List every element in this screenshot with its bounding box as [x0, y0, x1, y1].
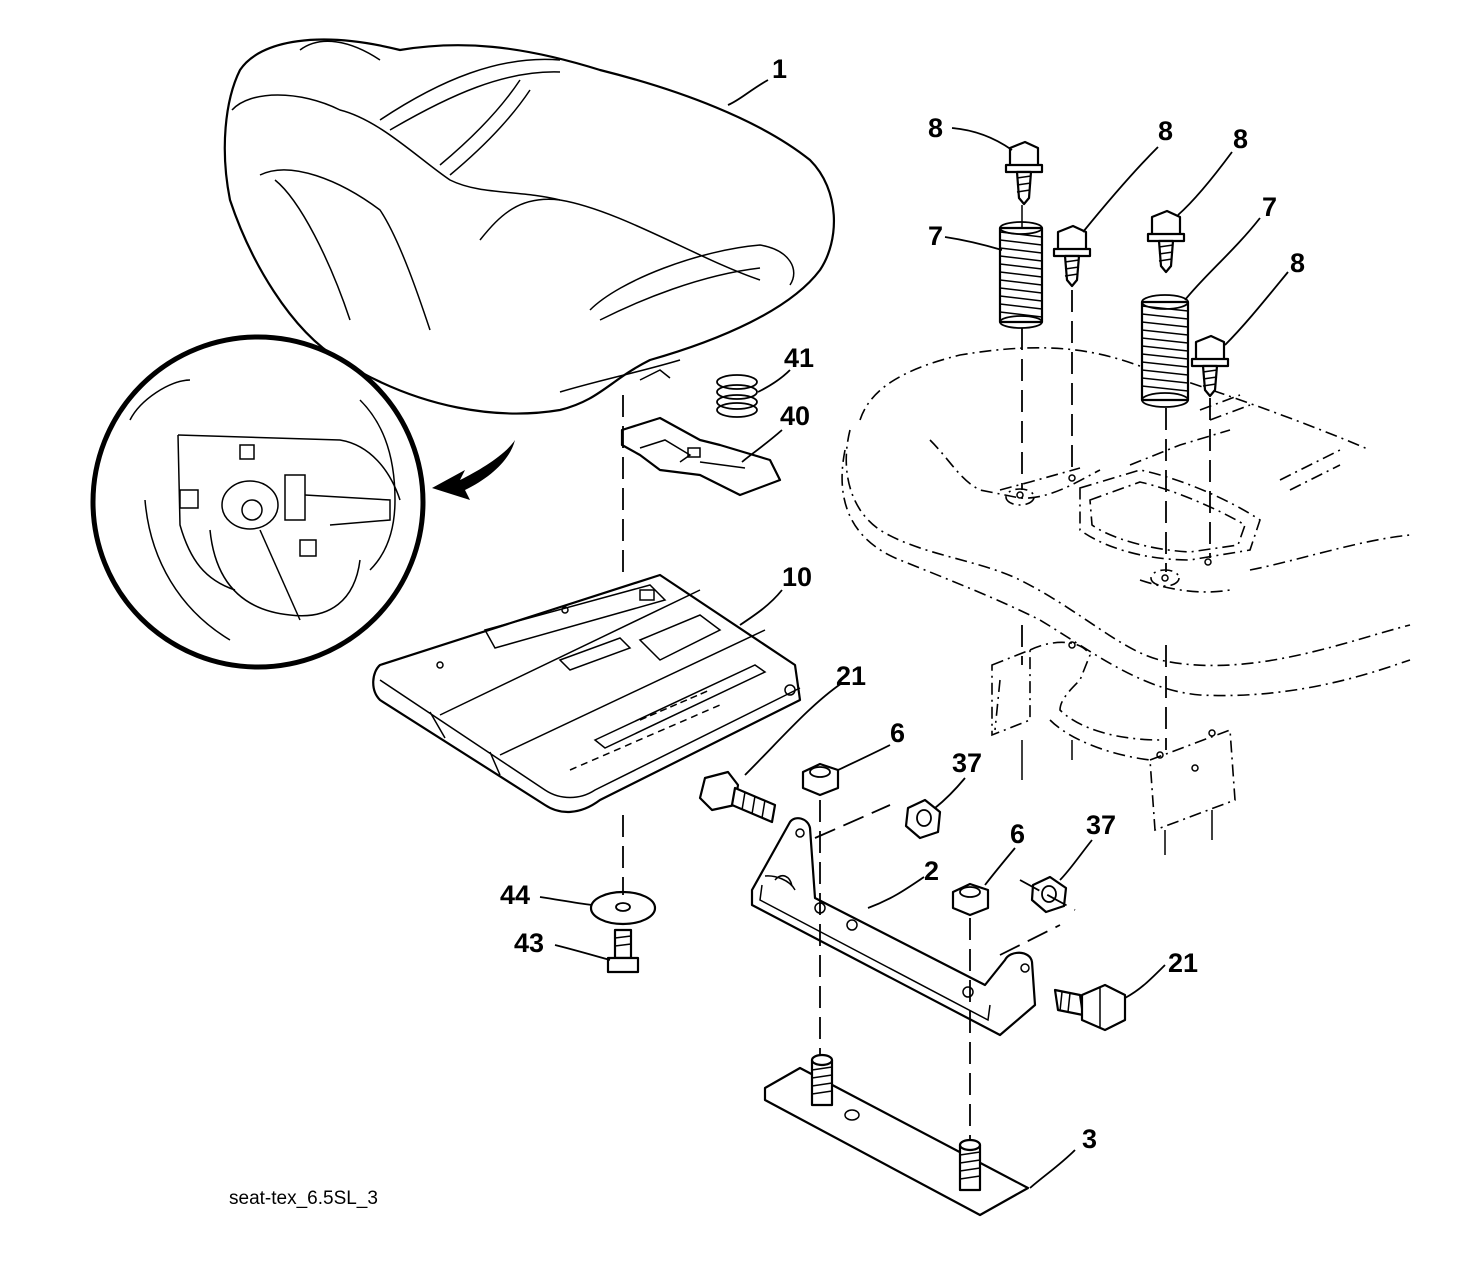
nut-6-lower [951, 882, 990, 917]
callout-21-a: 21 [836, 661, 866, 691]
frame [841, 346, 1411, 855]
figure-caption: seat-tex_6.5SL_3 [229, 1188, 378, 1209]
callout-labels: 1 8 8 8 7 7 8 41 40 10 21 6 37 6 37 2 44… [500, 54, 1305, 1154]
callout-8-b: 8 [1158, 116, 1173, 146]
callout-8-d: 8 [1290, 248, 1305, 278]
callout-1: 1 [772, 54, 787, 84]
callout-10: 10 [782, 562, 812, 592]
leader-lines [539, 79, 1289, 1189]
centerlines-left [622, 395, 1076, 1140]
callout-7-a: 7 [928, 221, 943, 251]
callout-41: 41 [784, 343, 814, 373]
callout-3: 3 [1082, 1124, 1097, 1154]
nut-37-upper [904, 798, 942, 840]
bolt-8-b [1052, 224, 1092, 288]
callout-44: 44 [500, 880, 530, 910]
centerlines-right [1021, 205, 1211, 750]
callout-37-a: 37 [952, 748, 982, 778]
callout-21-b: 21 [1168, 948, 1198, 978]
callout-40: 40 [780, 401, 810, 431]
plate [763, 1053, 1030, 1217]
callout-37-b: 37 [1086, 810, 1116, 840]
nut-6-upper [801, 762, 840, 797]
bolt-8-a [1004, 140, 1044, 206]
seat-switch [620, 416, 782, 497]
callout-8-a: 8 [928, 113, 943, 143]
seat-pan [372, 573, 802, 813]
bolt-21-right [1053, 983, 1127, 1032]
washer [589, 890, 657, 926]
callout-7-b: 7 [1262, 192, 1277, 222]
bolt-43 [606, 928, 640, 974]
bolt-21-left [698, 770, 777, 824]
callout-6-b: 6 [1010, 819, 1025, 849]
callout-2: 2 [924, 856, 939, 886]
bolt-8-d [1190, 334, 1230, 398]
seat [223, 38, 835, 415]
switch-spring [716, 374, 758, 418]
spring-7-right [1140, 294, 1190, 408]
spring-7-left [998, 221, 1044, 329]
nut-37-lower [1030, 875, 1068, 914]
bracket [750, 817, 1037, 1037]
callout-8-c: 8 [1233, 124, 1248, 154]
detail-inset [90, 334, 515, 670]
callout-6-a: 6 [890, 718, 905, 748]
callout-43: 43 [514, 928, 544, 958]
bolt-8-c [1146, 209, 1186, 274]
